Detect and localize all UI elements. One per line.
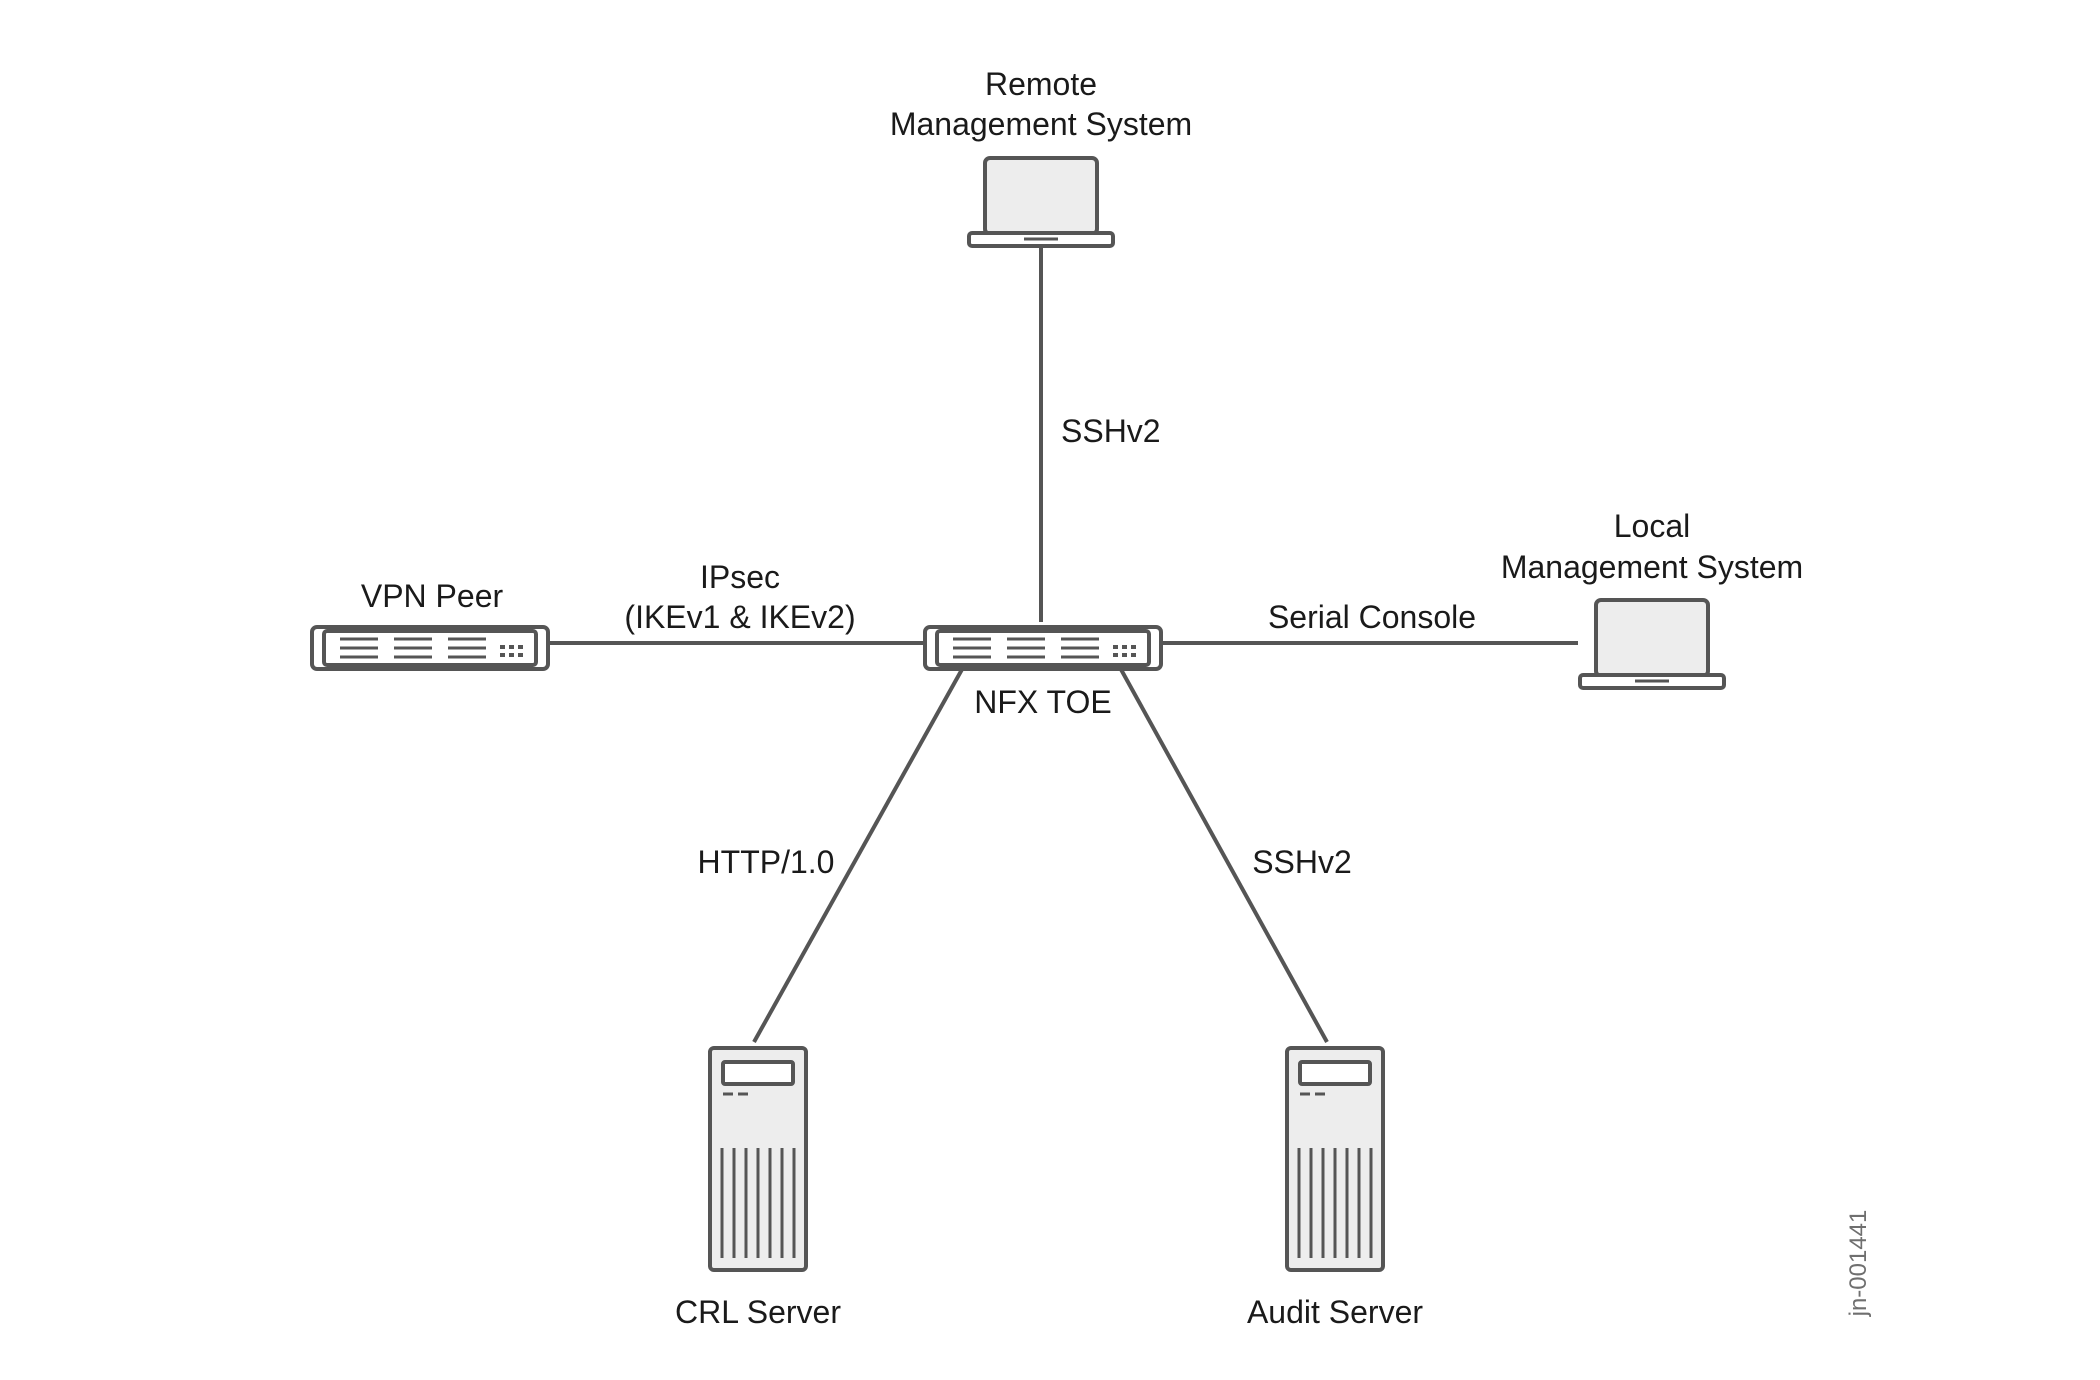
remote-laptop-icon <box>967 156 1115 248</box>
remote-management-label-line1: Remote <box>985 66 1097 102</box>
vpn-link-label-line2: (IKEv1 & IKEv2) <box>624 599 855 635</box>
audit-link-label: SSHv2 <box>1252 844 1352 880</box>
console-link-label: Serial Console <box>1268 599 1476 635</box>
audit-server-icon <box>1285 1046 1385 1272</box>
audit-server-label: Audit Server <box>1247 1294 1423 1330</box>
local-laptop-icon <box>1578 598 1726 690</box>
crl-server-label: CRL Server <box>675 1294 841 1330</box>
vpn-peer-device-icon <box>310 625 550 671</box>
remote-management-label-line2: Management System <box>890 106 1192 142</box>
crl-server-icon <box>708 1046 808 1272</box>
local-management-label-line2: Management System <box>1501 549 1803 585</box>
figure-id-label: jn-001441 <box>1845 1210 1872 1318</box>
remote-link-label: SSHv2 <box>1061 413 1161 449</box>
local-management-label-line1: Local <box>1614 508 1691 544</box>
nfx-toe-device-icon <box>923 625 1163 671</box>
link-nfx-to-crl <box>752 663 967 1043</box>
crl-link-label: HTTP/1.0 <box>698 844 835 880</box>
vpn-link-label-line1: IPsec <box>700 559 780 595</box>
vpn-peer-label: VPN Peer <box>361 578 504 614</box>
link-nfx-to-audit <box>1116 663 1329 1043</box>
nfx-toe-label: NFX TOE <box>974 684 1112 720</box>
